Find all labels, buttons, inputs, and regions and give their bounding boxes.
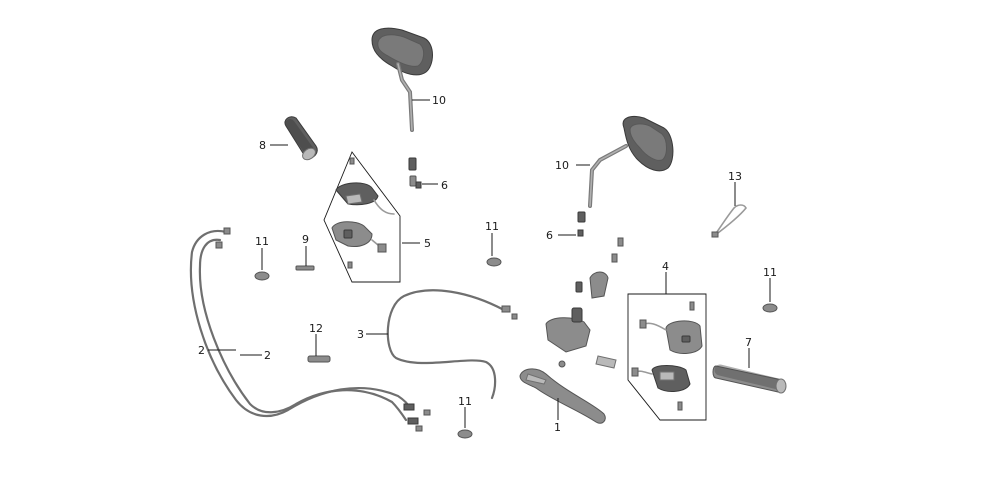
- callout-10-right: 10: [555, 159, 569, 172]
- clip-11-icon: [254, 257, 778, 439]
- mirror-left-icon: [371, 27, 433, 187]
- callout-8: 8: [259, 139, 266, 152]
- screw-6-icon: [415, 181, 584, 237]
- callout-3: 3: [357, 328, 364, 341]
- callout-1: 1: [554, 421, 561, 434]
- bolt-part-9-icon: [295, 265, 315, 271]
- cable-clutch-icon: [386, 289, 518, 400]
- callout-13: 13: [728, 170, 742, 183]
- callout-labels: 10 10 8 6 6 11 9 5 11 4 13 11 7 3 12 2 2…: [198, 94, 777, 434]
- cable-pair-left-icon: [189, 227, 431, 432]
- callout-12: 12: [309, 322, 323, 335]
- cable-tie-13-icon: [711, 204, 747, 238]
- callout-10-left: 10: [432, 94, 446, 107]
- callout-2-right: 2: [264, 349, 271, 362]
- callout-5: 5: [424, 237, 431, 250]
- callout-11-center: 11: [485, 220, 499, 233]
- mirror-right-icon: [577, 115, 674, 223]
- callout-11-right: 11: [763, 266, 777, 279]
- callout-11-left: 11: [255, 235, 269, 248]
- callout-6-right: 6: [546, 229, 553, 242]
- grip-right-icon: [712, 364, 787, 394]
- pin-part-12-icon: [307, 355, 331, 363]
- switch-housing-left-icon: [323, 151, 401, 283]
- grip-left-icon: [284, 116, 318, 161]
- leader-lines: [208, 99, 771, 428]
- callout-11-bottom: 11: [458, 395, 472, 408]
- callout-6-left: 6: [441, 179, 448, 192]
- switch-housing-right-icon: [627, 293, 707, 421]
- lever-assembly-icon: [519, 237, 624, 424]
- callout-2-left: 2: [198, 344, 205, 357]
- callout-7: 7: [745, 336, 752, 349]
- callout-9: 9: [302, 233, 309, 246]
- callout-4: 4: [662, 260, 669, 273]
